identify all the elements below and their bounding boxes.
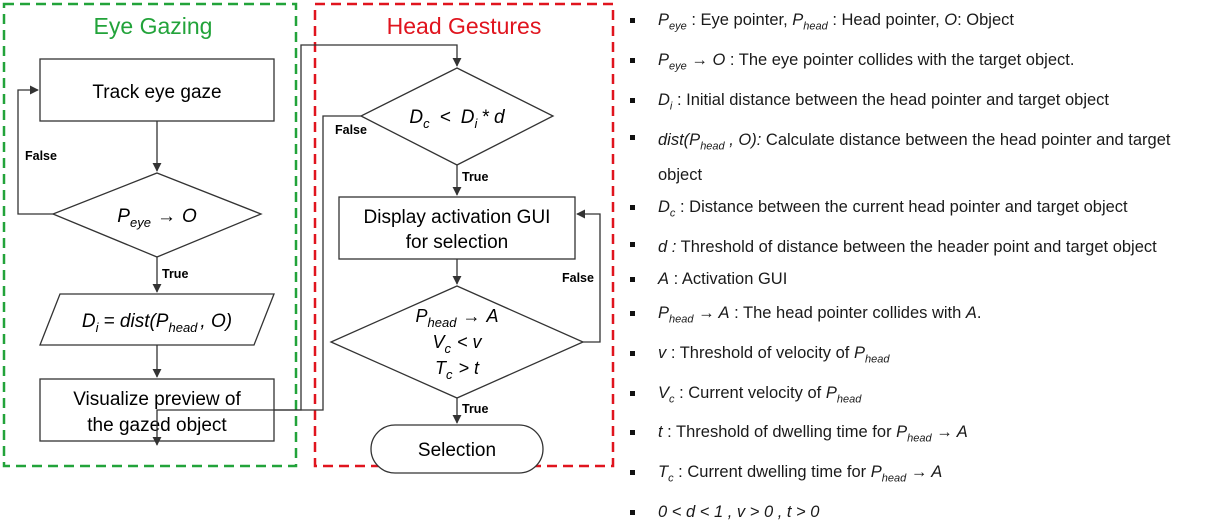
selection-label: Selection [418, 440, 496, 461]
selection-terminal [370, 424, 544, 474]
display-activation-line1: Display activation GUI [364, 207, 551, 228]
legend-item-v: v : Threshold of velocity of Phead [622, 337, 1214, 377]
eye-false-label: False [25, 149, 57, 163]
head-gestures-section [313, 2, 615, 468]
legend-item-di: Di : Initial distance between the head p… [622, 84, 1214, 124]
legend-item-a: A : Activation GUI [622, 263, 1214, 297]
legend-item-t: t : Threshold of dwelling time for Phead… [622, 416, 1214, 456]
track-eye-gaze-label: Track eye gaze [92, 82, 221, 103]
legend-item-collide-head: Phead → A : The head pointer collides wi… [622, 297, 1214, 337]
activation-false-label: False [562, 271, 594, 285]
head-gestures-title: Head Gestures [387, 13, 542, 39]
dc-true-label: True [462, 170, 488, 184]
dc-condition: Dc<Di* d [409, 107, 506, 131]
track-eye-gaze-box [39, 58, 275, 122]
dc-decision [359, 67, 555, 166]
cond-collide-head: Phead→A [416, 306, 499, 330]
legend-item-constraints: 0 < d < 1 , v > 0 , t > 0 [622, 496, 1214, 529]
visualize-preview-line1: Visualize preview of [73, 389, 241, 410]
edge-activation-false-loop [576, 209, 601, 343]
eye-gazing-section [2, 2, 298, 468]
legend-item-pointers: Peye : Eye pointer, Phead : Head pointer… [622, 4, 1214, 44]
cond-velocity: Vc< v [432, 332, 482, 356]
eye-true-label: True [162, 267, 188, 281]
legend-item-tc: Tc : Current dwelling time for Phead → A [622, 456, 1214, 496]
activation-true-label: True [462, 402, 488, 416]
notation-legend: Peye : Eye pointer, Phead : Head pointer… [622, 4, 1214, 529]
di-assign-box [39, 293, 275, 346]
cond-dwell: Tc> t [435, 358, 480, 382]
flowchart: Eye Gazing Head Gestures Track eye gaze … [2, 2, 615, 474]
legend-item-collide-eye: Peye → O : The eye pointer collides with… [622, 44, 1214, 84]
display-activation-line2: for selection [406, 232, 508, 253]
legend-item-dist: dist(Phead , O): Calculate distance betw… [622, 123, 1214, 190]
eye-gazing-title: Eye Gazing [94, 13, 213, 39]
di-assign-formula: Di= dist(Phead, O) [82, 311, 232, 335]
legend-item-vc: Vc : Current velocity of Phead [622, 377, 1214, 417]
legend-item-dc: Dc : Distance between the current head p… [622, 191, 1214, 231]
edge-dc-false-loop [152, 115, 361, 446]
legend-item-d: d : Threshold of distance between the he… [622, 230, 1214, 263]
eye-collide-condition: Peye→O [117, 206, 197, 230]
display-activation-box [338, 196, 576, 260]
dc-false-label: False [335, 123, 367, 137]
edge-eye-false-loop [17, 85, 53, 215]
